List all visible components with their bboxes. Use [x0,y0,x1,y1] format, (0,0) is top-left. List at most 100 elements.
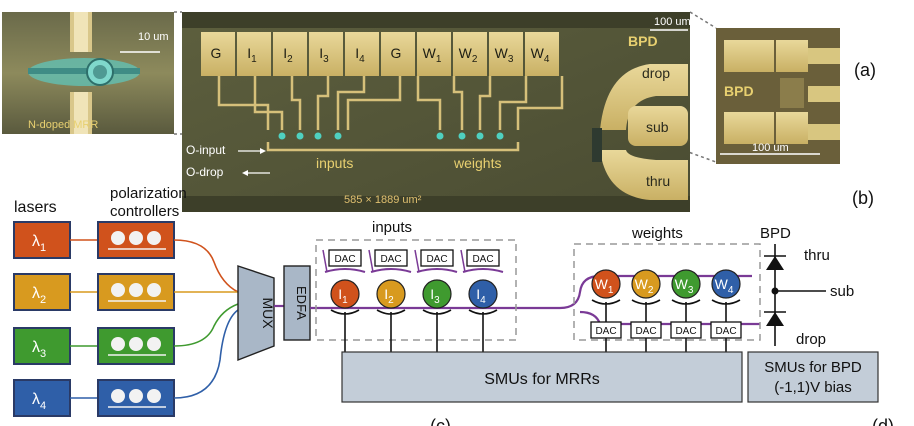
mux-label: MUX [260,297,276,329]
dac-label: DAC [426,254,447,265]
dac-box [328,249,362,267]
right-inset-photo [716,28,840,164]
bpd-drop-label: drop [796,331,826,348]
laser-label: λ1 [32,233,46,254]
dac-label: DAC [380,254,401,265]
panel-label-a: (a) [854,60,876,80]
o-input-arrow-head [260,148,266,154]
weights-label: weights [631,225,683,242]
paddle-icon [147,337,161,351]
input-ring-label: I3 [430,286,440,306]
chip-thru-label: thru [646,173,670,189]
paddle-icon [129,283,143,297]
dac-box [466,249,500,267]
input-drop-arc [416,268,458,273]
left-inset-caption: N-doped MRR [28,119,98,131]
chip-pad [489,32,523,76]
dac-label: DAC [472,254,493,265]
chip-pad [309,32,343,76]
o-drop-arrow-head [242,170,248,176]
chip-sub-label: sub [646,119,669,135]
chip-pad-label: I3 [319,45,329,65]
panel-label-c: (c) [430,416,451,426]
laser-label: λ3 [32,339,46,360]
mux-block [237,265,275,362]
bpd-thru-label: thru [804,247,830,264]
dac-label: DAC [715,326,736,337]
chip-pad [381,32,415,76]
input-ring-label: I1 [338,286,348,306]
weight-ring-label: W2 [635,276,654,296]
left-inset-scale-label: 10 um [138,31,169,43]
chip-scale-label: 100 um [654,16,691,28]
chip-pad [525,32,559,76]
schematic: lasers polarization controllers λ1λ2λ3λ4… [13,185,894,426]
chip-pad-label: W3 [495,45,514,65]
dac-label: DAC [675,326,696,337]
smu-mrr-block [341,351,743,403]
input-arc-arrow [414,249,420,273]
input-ring [376,279,406,309]
chip-weights-label: weights [453,155,501,171]
weight-ring-label: W1 [595,276,614,296]
input-arc-arrow [460,249,466,273]
chip-drop-label: drop [642,65,670,81]
bpd-sub-label: sub [830,283,854,300]
bus-waveguide [310,274,752,310]
input-rings: DAC I1 DAC I2 DAC I3 DAC I4 [322,249,504,352]
chip-pad-label: W2 [459,45,478,65]
chip-pad [273,32,307,76]
chip-pad [201,32,235,76]
input-ring-label: I4 [476,286,486,306]
input-drop-arc [370,268,412,273]
weight-ring [671,269,701,299]
chip-o-input-label: O-input [186,143,226,157]
smu-mrr-label: SMUs for MRRs [484,371,600,388]
smu-bpd-label-1: SMUs for BPD [764,359,862,376]
chip-pad-label: I2 [283,45,293,65]
chip-pad-label: G [391,45,402,61]
chip-pad [417,32,451,76]
dac-label: DAC [334,254,355,265]
paddle-icon [111,389,125,403]
input-arc-arrow [368,249,374,273]
laser-source [13,327,71,365]
chip-size-label: 585 × 1889 um² [344,194,422,206]
chip-pad [453,32,487,76]
chip-pad-label: I4 [355,45,365,65]
chip-o-drop-label: O-drop [186,165,224,179]
inputs-label: inputs [372,219,412,236]
chip-inputs-label: inputs [316,155,353,171]
chip-pad [237,32,271,76]
input-ring [422,279,452,309]
panel-label-d: (d) [872,416,894,426]
laser-label: λ2 [32,285,46,306]
chip-mrr-markers [278,132,504,140]
left-inset-photo [2,12,174,134]
input-drop-arc [462,268,504,273]
chip-bpd-pads [592,64,688,200]
chip-pad-label: I1 [247,45,257,65]
lasers-label: lasers [14,199,57,216]
chip-pad-label: W4 [531,45,550,65]
input-arc-arrow [322,249,328,273]
smu-bpd-block [747,351,879,403]
weight-ring [711,269,741,299]
input-ring [330,279,360,309]
input-ring [468,279,498,309]
smu-bpd-label-2: (-1,1)V bias [774,379,852,396]
weight-ring [591,269,621,299]
laser-source [13,221,71,259]
edfa-block [283,265,311,341]
polarization-label-line1: polarization [110,185,187,202]
chip-traces [217,76,564,152]
input-ring-label: I2 [384,286,394,306]
weight-ring-label: W3 [675,276,694,296]
weight-ring [631,269,661,299]
paddle-icon [111,337,125,351]
paddle-icon [111,283,125,297]
bpd-label: BPD [760,225,791,242]
polarization-label-line2: controllers [110,203,179,220]
